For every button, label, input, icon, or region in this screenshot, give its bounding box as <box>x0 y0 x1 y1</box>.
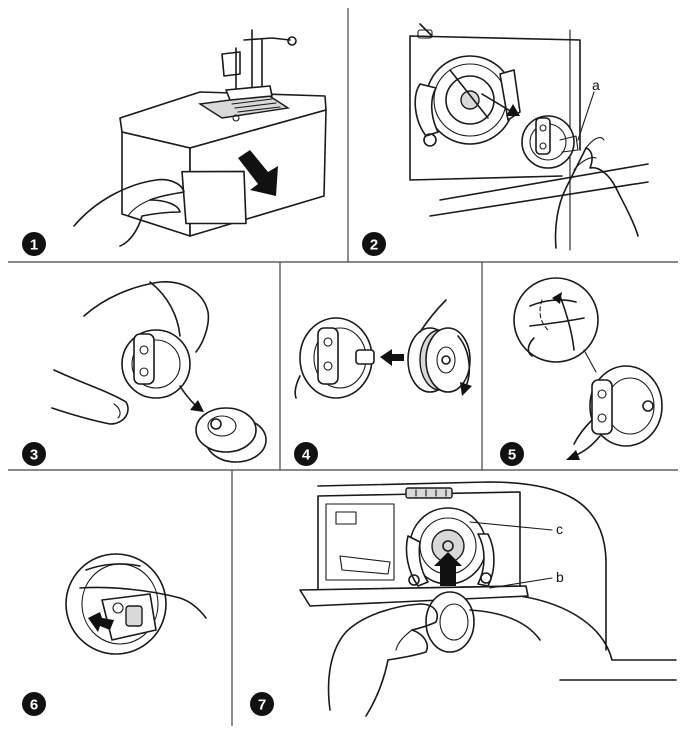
step-number-7: 7 <box>258 697 266 714</box>
step-number-3: 3 <box>30 447 38 464</box>
step-number-1: 1 <box>30 237 38 254</box>
callout-c: c <box>556 521 563 537</box>
panel-5: 5 <box>500 278 662 466</box>
panel-1: 1 <box>22 30 326 256</box>
step-number-4: 4 <box>302 447 311 464</box>
panel-3: 3 <box>22 282 266 466</box>
step-number-5: 5 <box>508 447 516 464</box>
panel-7: c b 7 <box>250 482 676 716</box>
callout-a: a <box>592 77 600 93</box>
step-number-6: 6 <box>30 697 38 714</box>
panel-2: a 2 <box>362 24 648 256</box>
panel-4: 4 <box>294 300 472 466</box>
step-number-2: 2 <box>370 237 378 254</box>
callout-b: b <box>556 569 564 585</box>
panel-6: 6 <box>22 554 206 716</box>
